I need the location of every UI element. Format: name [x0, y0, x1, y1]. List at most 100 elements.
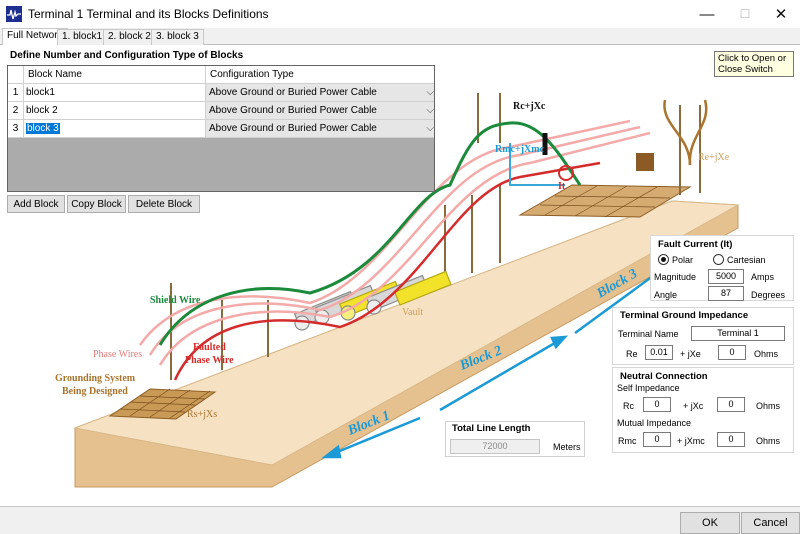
angle-input[interactable]: 87 [708, 286, 744, 301]
copy-block-button[interactable]: Copy Block [67, 195, 126, 213]
chevron-down-icon[interactable]: ⌵ [426, 123, 434, 134]
rc-label: Rc [623, 401, 634, 411]
cartesian-radio[interactable] [713, 254, 724, 265]
chevron-down-icon[interactable]: ⌵ [426, 105, 434, 116]
blocks-panel-title: Define Number and Configuration Type of … [10, 50, 244, 61]
faulted-wire [173, 161, 601, 381]
re-label: Re [626, 349, 638, 359]
total-length-panel: Total Line Length 72000 Meters [445, 421, 585, 457]
amps-unit: Amps [751, 272, 775, 282]
jxc-input[interactable]: 0 [717, 397, 745, 412]
jxc-label: + jXc [683, 401, 704, 411]
switch-tooltip: Click to Open or Close Switch [714, 51, 794, 77]
minimize-icon: — [699, 5, 715, 23]
self-impedance-label: Self Impedance [617, 383, 680, 393]
jxmc-input[interactable]: 0 [717, 432, 745, 447]
neutral-title: Neutral Connection [620, 371, 708, 382]
cartesian-label: Cartesian [727, 255, 766, 265]
magnitude-label: Magnitude [654, 272, 697, 282]
label-grounding-2: Being Designed [62, 386, 128, 397]
header-config-type: Configuration Type [206, 66, 434, 84]
label-rs: Rs+jXs [187, 409, 217, 420]
slab-top [73, 200, 740, 466]
self-ohms-unit: Ohms [756, 401, 781, 411]
network-diagram: Shield Wire Phase Wires Faulted Phase Wi… [55, 93, 740, 488]
mutual-ohms-unit: Ohms [756, 436, 781, 446]
close-button[interactable]: ✕ [758, 0, 800, 28]
row-number: 3 [8, 120, 24, 138]
fault-current-panel: Fault Current (It) Polar Cartesian Magni… [650, 235, 794, 301]
re-input[interactable]: 0.01 [645, 345, 673, 360]
window-title: Terminal 1 Terminal and its Blocks Defin… [28, 7, 269, 21]
close-icon: ✕ [774, 6, 788, 23]
main-area: Shield Wire Phase Wires Faulted Phase Wi… [0, 45, 800, 507]
config-value: Above Ground or Buried Power Cable [209, 123, 377, 134]
selected-text: block 3 [26, 123, 60, 134]
rmc-input[interactable]: 0 [643, 432, 671, 447]
tab-block2[interactable]: 2. block 2 [103, 29, 156, 45]
total-length-input: 72000 [450, 439, 540, 454]
add-block-button[interactable]: Add Block [7, 195, 65, 213]
label-rc: Rc+jXc [513, 101, 546, 112]
maximize-icon: ☐ [739, 7, 751, 21]
block-name-cell[interactable]: block1 [24, 84, 206, 102]
header-block-name: Block Name [24, 66, 206, 84]
grid-corner [8, 66, 24, 84]
maximize-button[interactable]: ☐ [722, 0, 768, 28]
terminal-ground-title: Terminal Ground Impedance [620, 310, 749, 321]
label-shield-wire: Shield Wire [150, 295, 201, 306]
config-value: Above Ground or Buried Power Cable [209, 87, 377, 98]
terminal-name-input[interactable]: Terminal 1 [691, 326, 785, 341]
row-number: 1 [8, 84, 24, 102]
blocks-grid: Block Name Configuration Type 1 block1 A… [7, 65, 435, 192]
substation [636, 99, 708, 171]
cancel-button[interactable]: Cancel [741, 512, 800, 534]
title-bar: Terminal 1 Terminal and its Blocks Defin… [0, 0, 800, 28]
config-type-select[interactable]: Above Ground or Buried Power Cable ⌵ [206, 120, 434, 138]
label-it: It [558, 181, 566, 192]
grounding-grid-right [518, 184, 692, 218]
minimize-button[interactable]: — [684, 0, 730, 28]
label-faulted-1: Faulted [193, 342, 226, 353]
jxe-input[interactable]: 0 [718, 345, 746, 360]
magnitude-input[interactable]: 5000 [708, 269, 744, 284]
tab-block1[interactable]: 1. block1 [57, 29, 108, 45]
config-type-select[interactable]: Above Ground or Buried Power Cable ⌵ [206, 102, 434, 120]
angle-label: Angle [654, 290, 678, 300]
config-type-select[interactable]: Above Ground or Buried Power Cable ⌵ [206, 84, 434, 102]
label-faulted-2: Phase Wire [185, 355, 234, 366]
meters-unit: Meters [553, 442, 581, 452]
chevron-down-icon[interactable]: ⌵ [426, 87, 434, 98]
block-name-cell[interactable]: block 3 [24, 120, 206, 138]
ohms-unit: Ohms [754, 349, 779, 359]
tab-block3[interactable]: 3. block 3 [151, 29, 204, 45]
rc-input[interactable]: 0 [643, 397, 671, 412]
block-name-cell[interactable]: block 2 [24, 102, 206, 120]
fault-current-title: Fault Current (It) [658, 239, 733, 250]
delete-block-button[interactable]: Delete Block [128, 195, 200, 213]
ok-button[interactable]: OK [680, 512, 740, 534]
shield-wire [158, 121, 582, 346]
rmc-label: Rmc [618, 436, 637, 446]
grid-lines-right [539, 185, 671, 218]
neutral-lead [509, 143, 565, 186]
jxmc-label: + jXmc [677, 436, 705, 446]
app-icon [6, 6, 22, 22]
mutual-impedance-label: Mutual Impedance [617, 418, 692, 428]
degrees-unit: Degrees [751, 290, 786, 300]
label-grounding-1: Grounding System [55, 373, 136, 384]
jxe-label: + jXe [680, 349, 701, 359]
polar-label: Polar [672, 255, 694, 265]
terminal-name-label: Terminal Name [618, 329, 679, 339]
grid-lines-left [119, 388, 211, 419]
fault-current-indicator [558, 165, 574, 181]
label-rmc: Rmc+jXmc [495, 144, 545, 155]
total-length-title: Total Line Length [452, 423, 531, 434]
config-value: Above Ground or Buried Power Cable [209, 105, 377, 116]
label-re: Re+jXe [698, 152, 730, 163]
tab-strip: Full Network 1. block1 2. block 2 3. blo… [0, 28, 800, 45]
label-vault: Vault [402, 307, 423, 318]
neutral-connection-panel: Neutral Connection Self Impedance Rc 0 +… [612, 367, 794, 453]
polar-radio[interactable] [658, 254, 669, 265]
terminal-ground-panel: Terminal Ground Impedance Terminal Name … [612, 307, 794, 365]
